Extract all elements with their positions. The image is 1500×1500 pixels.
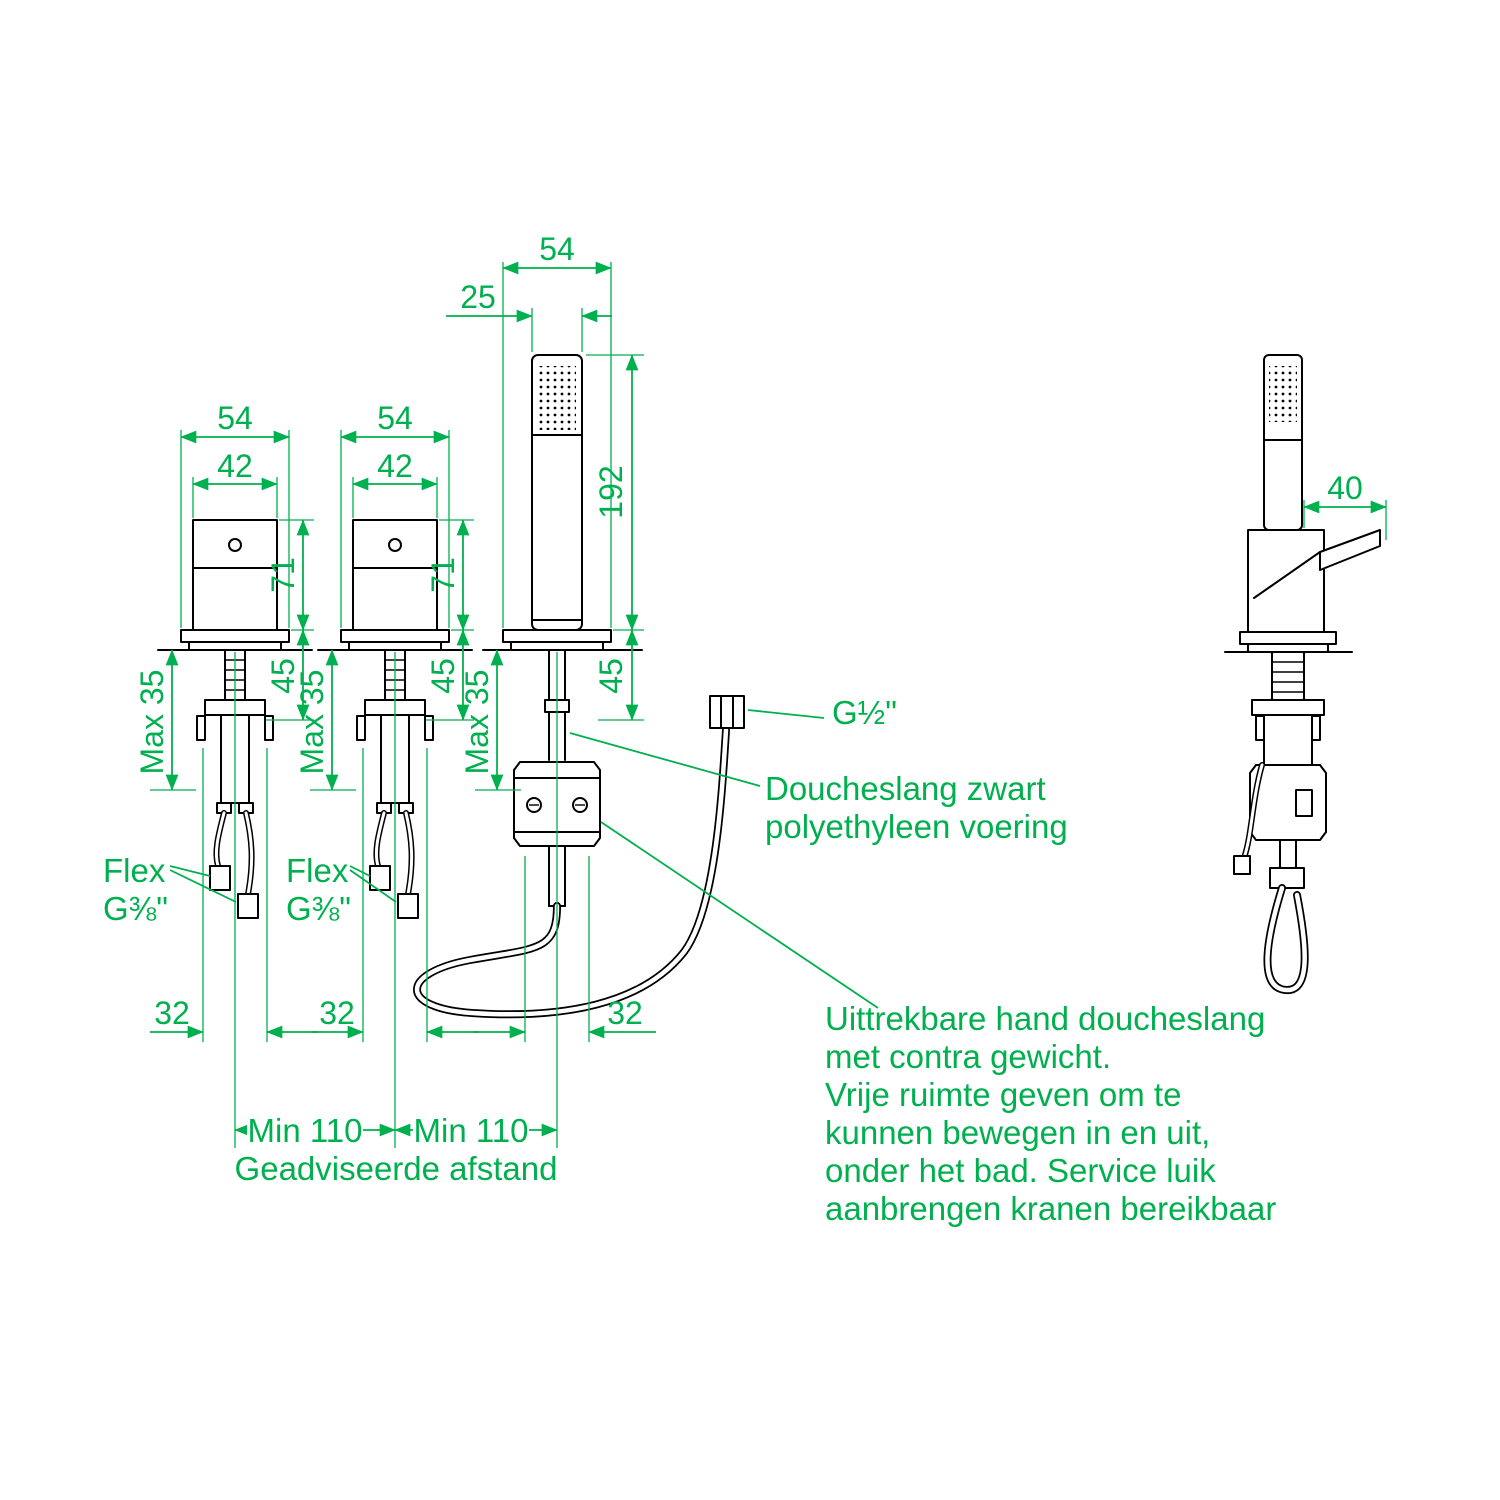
dim-40-side-label: 40: [1327, 470, 1363, 506]
dim-71-left-label: 71: [265, 557, 301, 593]
dim-32-shower-label: 32: [607, 995, 643, 1031]
dim-54-shower-label: 54: [539, 231, 575, 267]
service-note-line2: met contra gewicht.: [825, 1038, 1111, 1075]
dim-max35-shower-label: Max 35: [459, 670, 495, 775]
flex-middle-thread-label: G⅜": [286, 890, 351, 927]
dim-25-shower-label: 25: [460, 279, 496, 315]
dimensions: 54 42 71 45 Max 35 32 54 42: [134, 231, 1387, 1150]
service-note-line6: aanbrengen kranen bereikbaar: [825, 1190, 1276, 1227]
dim-45-shower-label: 45: [593, 658, 629, 694]
hose-note-line1: Doucheslang zwart: [765, 770, 1046, 807]
dim-71-middle-label: 71: [425, 557, 461, 593]
flex-left-label: Flex: [103, 852, 166, 889]
dim-54-left-label: 54: [217, 400, 253, 436]
service-note-line5: onder het bad. Service luik: [825, 1152, 1216, 1189]
dim-32-middle-label: 32: [319, 995, 355, 1031]
dim-max35-left-label: Max 35: [134, 670, 170, 775]
service-note-line1: Uittrekbare hand doucheslang: [825, 1000, 1265, 1037]
dim-42-left-label: 42: [217, 448, 253, 484]
lever-handle: [1319, 529, 1381, 571]
dim-45-left-label: 45: [265, 658, 301, 694]
dim-max35-middle-label: Max 35: [294, 670, 330, 775]
flex-left-thread-label: G⅜": [103, 890, 168, 927]
annotations: Flex G⅜" Flex G⅜" G½" Doucheslang zwart …: [103, 694, 1276, 1227]
dim-min110-b-label: Min 110: [414, 1112, 529, 1149]
dim-min110-a-label: Min 110: [248, 1112, 363, 1149]
dim-54-middle-label: 54: [377, 400, 413, 436]
dim-42-middle-label: 42: [377, 448, 413, 484]
advice-label: Geadviseerde afstand: [235, 1150, 558, 1187]
flex-middle-label: Flex: [286, 852, 349, 889]
dim-192-shower-label: 192: [593, 465, 629, 518]
hose-note-line2: polyethyleen voering: [765, 808, 1068, 845]
hose-thread-label: G½": [832, 694, 897, 731]
spray-face-dots: [538, 366, 576, 430]
dim-45-middle-label: 45: [425, 658, 461, 694]
service-note-line3: Vrije ruimte geven om te: [825, 1076, 1181, 1113]
service-note-line4: kunnen bewegen in en uit,: [825, 1114, 1210, 1151]
spray-face-dots-side: [1269, 366, 1297, 422]
hose-end-nut: [709, 695, 745, 729]
shower-hose: [413, 695, 745, 1019]
dim-32-left-label: 32: [154, 995, 190, 1031]
side-view: [1224, 354, 1381, 994]
